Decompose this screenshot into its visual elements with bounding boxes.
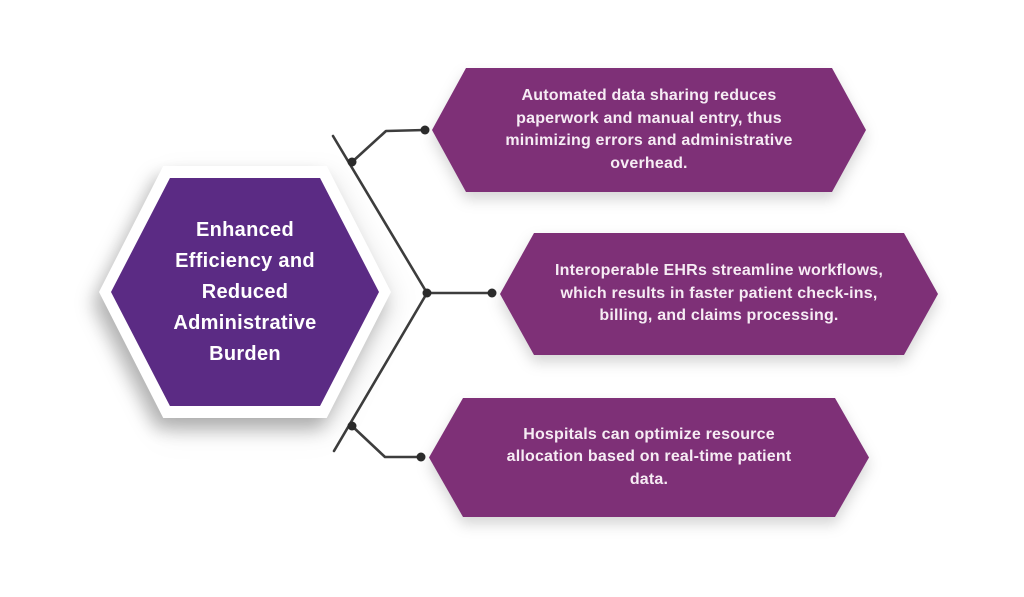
connector-arm-bottom [350,424,423,459]
connector-dot [487,288,497,298]
connector-dot [420,125,430,135]
connector-dot [416,452,426,462]
banner-shape: Interoperable EHRs streamline workflows,… [500,233,938,355]
banner-text: Interoperable EHRs streamline workflows,… [554,262,884,325]
banner-resource-allocation: Hospitals can optimize resource allocati… [429,398,869,517]
banner-shape: Hospitals can optimize resource allocati… [429,398,869,517]
center-hexagon-label: Enhanced Efficiency and Reduced Administ… [173,218,317,365]
banner-automated-data-sharing: Automated data sharing reduces paperwork… [432,68,866,192]
banner-shape: Automated data sharing reduces paperwork… [432,68,866,192]
center-hexagon-fill: Enhanced Efficiency and Reduced Administ… [111,178,379,406]
connector-arm-top [350,128,427,164]
banner-text: Automated data sharing reduces paperwork… [505,87,793,172]
connector-dot [347,421,357,431]
center-hexagon: Enhanced Efficiency and Reduced Administ… [99,166,391,418]
banner-text: Hospitals can optimize resource allocati… [506,425,792,488]
connector-dot [422,288,432,298]
banner-interoperable-ehrs: Interoperable EHRs streamline workflows,… [500,233,938,355]
